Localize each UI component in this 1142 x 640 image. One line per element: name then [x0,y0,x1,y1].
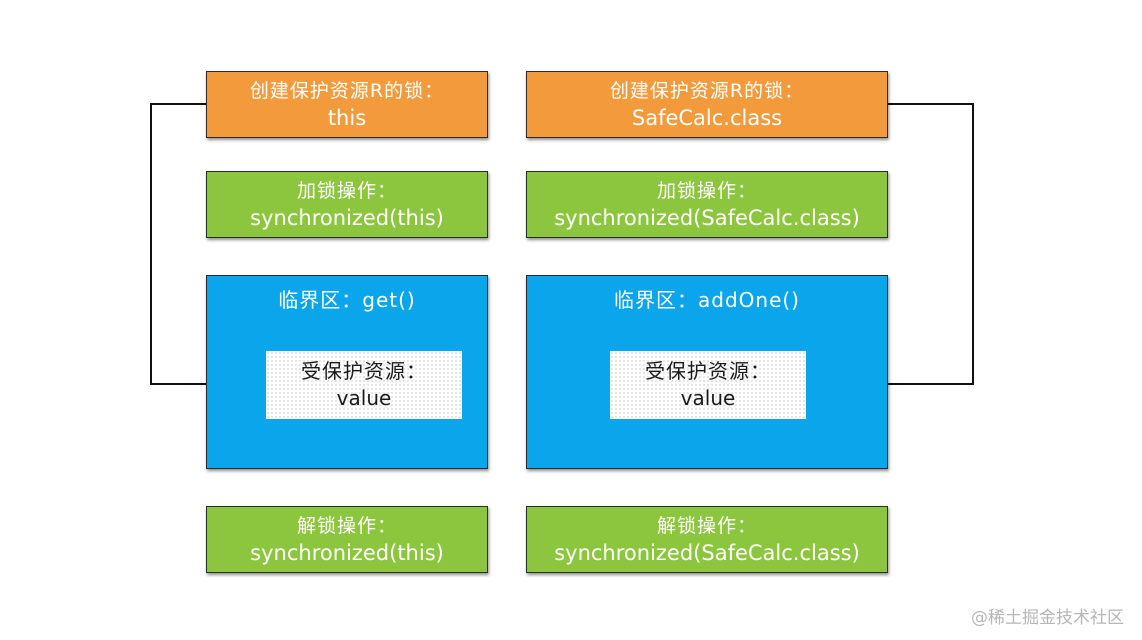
right-lock-create-label: 创建保护资源R的锁： [609,79,805,102]
right-lock-connector-arrow [807,103,974,389]
left-lock-op-box: 加锁操作： synchronized(this) [206,171,488,238]
left-resource-label: 受保护资源： [301,359,427,383]
left-lock-op-label: 加锁操作： [296,179,397,202]
right-lock-op-box: 加锁操作： synchronized(SafeCalc.class) [526,171,888,238]
left-critical-title: 临界区：get() [278,288,416,312]
left-lock-create-value: this [327,105,367,130]
left-lock-create-box: 创建保护资源R的锁： this [206,71,488,138]
watermark-text: @稀土掘金技术社区 [971,608,1124,628]
right-unlock-op-label: 解锁操作： [656,514,757,537]
right-lock-op-value: synchronized(SafeCalc.class) [554,205,860,230]
right-resource-label: 受保护资源： [645,359,771,383]
right-lock-create-value: SafeCalc.class [631,105,783,130]
right-resource-value: value [680,386,736,410]
right-unlock-op-value: synchronized(SafeCalc.class) [554,540,860,565]
left-protected-resource-box: 受保护资源： value [266,351,462,419]
right-lock-create-box: 创建保护资源R的锁： SafeCalc.class [526,71,888,138]
left-resource-value: value [336,386,392,410]
right-lock-op-label: 加锁操作： [656,179,757,202]
right-unlock-op-box: 解锁操作： synchronized(SafeCalc.class) [526,506,888,573]
right-critical-title: 临界区：addOne() [614,288,800,312]
left-lock-create-label: 创建保护资源R的锁： [249,79,445,102]
left-unlock-op-value: synchronized(this) [250,540,444,565]
left-lock-op-value: synchronized(this) [250,205,444,230]
left-unlock-op-label: 解锁操作： [296,514,397,537]
left-unlock-op-box: 解锁操作： synchronized(this) [206,506,488,573]
right-protected-resource-box: 受保护资源： value [610,351,806,419]
